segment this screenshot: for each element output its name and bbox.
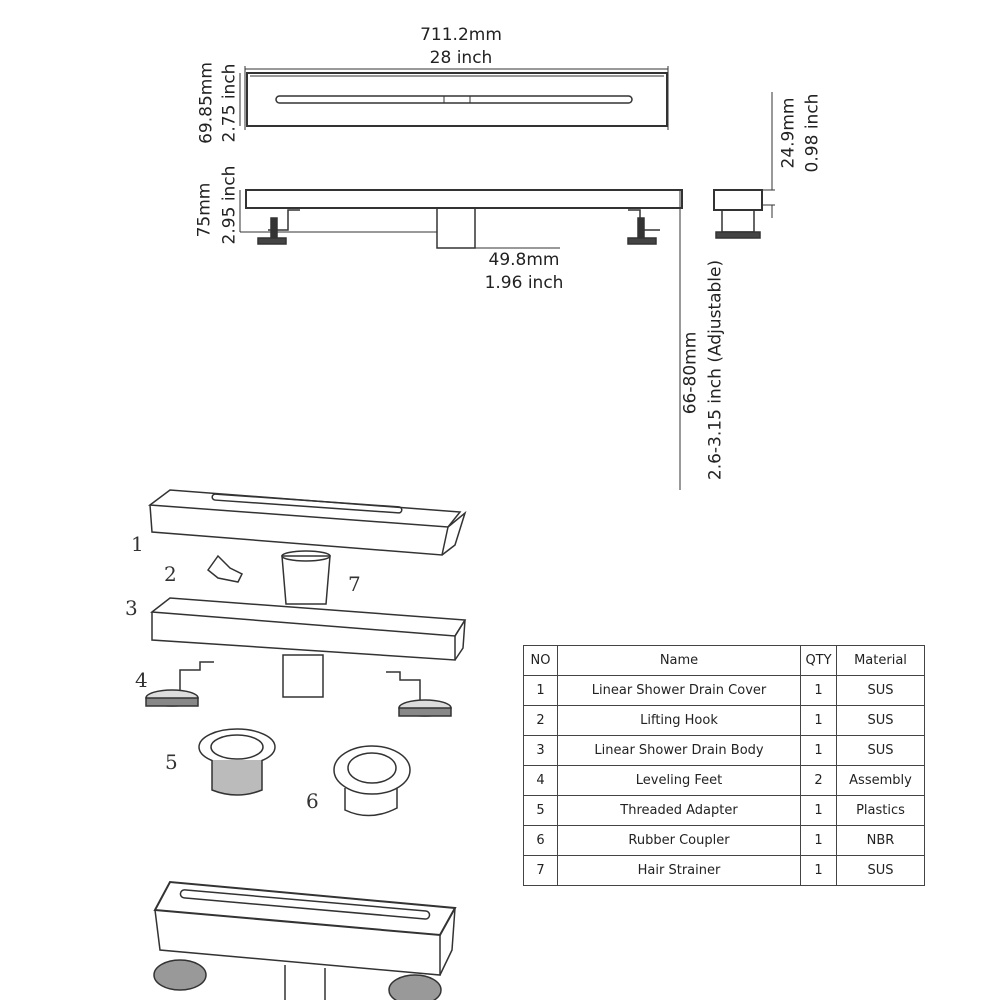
cell-no: 7 bbox=[523, 855, 558, 886]
adjust-mm-label: 66-80mm bbox=[680, 331, 701, 415]
outlet-in-label: 1.96 inch bbox=[484, 273, 564, 293]
callout-2: 2 bbox=[164, 562, 177, 586]
cell-qty: 1 bbox=[800, 705, 837, 736]
callout-3: 3 bbox=[125, 596, 138, 620]
end-view bbox=[713, 92, 775, 239]
length-in-label: 28 inch bbox=[429, 48, 493, 68]
cell-material: SUS bbox=[836, 705, 925, 736]
table-header-row: NO Name QTY Material bbox=[523, 645, 925, 676]
cell-material: Plastics bbox=[836, 795, 925, 826]
side-view bbox=[239, 189, 683, 490]
header-no: NO bbox=[523, 645, 558, 676]
top-view bbox=[239, 66, 669, 130]
cell-name: Linear Shower Drain Body bbox=[557, 735, 801, 766]
callout-6: 6 bbox=[306, 789, 319, 813]
cell-name: Hair Strainer bbox=[557, 855, 801, 886]
callout-4: 4 bbox=[135, 668, 148, 692]
cell-qty: 1 bbox=[800, 855, 837, 886]
callout-5: 5 bbox=[165, 750, 178, 774]
cell-qty: 2 bbox=[800, 765, 837, 796]
cell-name: Lifting Hook bbox=[557, 705, 801, 736]
cell-no: 3 bbox=[523, 735, 558, 766]
width-mm-label: 69.85mm bbox=[196, 62, 217, 144]
cover-in-label: 0.98 inch bbox=[802, 93, 823, 173]
cell-material: SUS bbox=[836, 675, 925, 706]
cell-no: 5 bbox=[523, 795, 558, 826]
height-mm-label: 75mm bbox=[194, 182, 215, 238]
cell-no: 6 bbox=[523, 825, 558, 856]
callout-7: 7 bbox=[348, 572, 361, 596]
cell-qty: 1 bbox=[800, 825, 837, 856]
header-name: Name bbox=[557, 645, 801, 676]
assembled-view bbox=[153, 880, 457, 1000]
header-material: Material bbox=[836, 645, 925, 676]
cell-material: Assembly bbox=[836, 765, 925, 796]
cell-no: 4 bbox=[523, 765, 558, 796]
cell-material: SUS bbox=[836, 735, 925, 766]
cover-mm-label: 24.9mm bbox=[778, 97, 799, 169]
cell-qty: 1 bbox=[800, 735, 837, 766]
cell-no: 1 bbox=[523, 675, 558, 706]
adjust-in-label: 2.6-3.15 inch (Adjustable) bbox=[705, 259, 726, 481]
header-qty: QTY bbox=[800, 645, 837, 676]
width-in-label: 2.75 inch bbox=[219, 63, 240, 143]
cell-name: Leveling Feet bbox=[557, 765, 801, 796]
cell-qty: 1 bbox=[800, 675, 837, 706]
callout-1: 1 bbox=[131, 532, 144, 556]
height-in-label: 2.95 inch bbox=[219, 165, 240, 245]
cell-material: NBR bbox=[836, 825, 925, 856]
cell-no: 2 bbox=[523, 705, 558, 736]
cell-material: SUS bbox=[836, 855, 925, 886]
length-mm-label: 711.2mm bbox=[420, 25, 502, 45]
cell-name: Threaded Adapter bbox=[557, 795, 801, 826]
cell-qty: 1 bbox=[800, 795, 837, 826]
cell-name: Rubber Coupler bbox=[557, 825, 801, 856]
exploded-view bbox=[145, 489, 467, 817]
cell-name: Linear Shower Drain Cover bbox=[557, 675, 801, 706]
outlet-mm-label: 49.8mm bbox=[488, 250, 560, 270]
